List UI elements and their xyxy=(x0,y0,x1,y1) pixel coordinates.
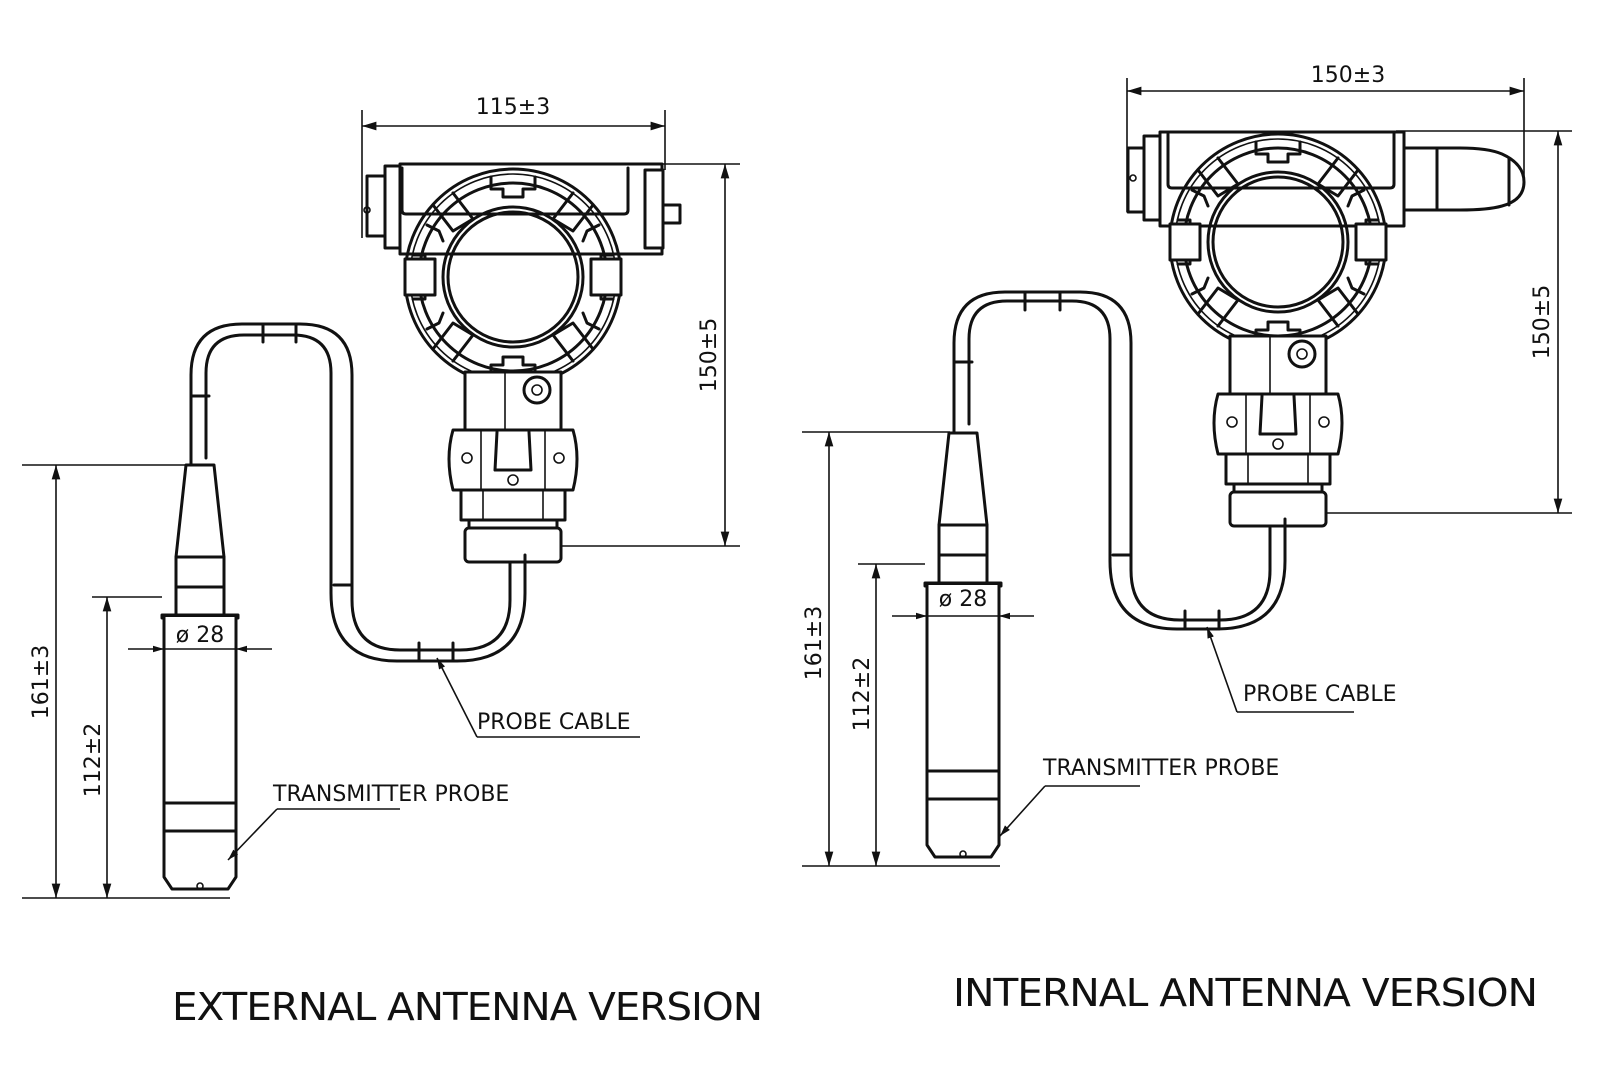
dim-label-head-width: 150±3 xyxy=(1311,63,1385,88)
callout-transmitter-probe: TRANSMITTER PROBE xyxy=(227,782,509,861)
dimension-overall-probe-length: 161±3 xyxy=(802,431,1000,867)
dimension-probe-diameter: ø 28 xyxy=(128,623,272,653)
transmitter-head xyxy=(1126,130,1526,528)
dim-label-head-height: 150±5 xyxy=(697,318,722,392)
dim-label-head-width: 115±3 xyxy=(476,95,550,120)
dimension-overall-probe-length: 161±3 xyxy=(22,464,230,899)
transmitter-head xyxy=(363,162,682,564)
dimension-head-width: 150±3 xyxy=(1126,63,1525,212)
dimension-probe-diameter: ø 28 xyxy=(892,587,1034,620)
dimension-head-width: 115±3 xyxy=(361,95,666,238)
callout-label-cable: PROBE CABLE xyxy=(1243,682,1397,707)
dim-label-body-length: 112±2 xyxy=(850,657,875,731)
dim-label-diameter: ø 28 xyxy=(176,623,224,648)
dim-label-diameter: ø 28 xyxy=(939,587,987,612)
dim-label-overall-length: 161±3 xyxy=(29,645,54,719)
drawing-title-internal: INTERNAL ANTENNA VERSION xyxy=(953,971,1537,1015)
dim-label-overall-length: 161±3 xyxy=(802,606,827,680)
probe-cable xyxy=(952,290,1287,631)
dim-label-head-height: 150±5 xyxy=(1530,285,1555,359)
callout-label-probe: TRANSMITTER PROBE xyxy=(272,782,509,807)
callout-transmitter-probe: TRANSMITTER PROBE xyxy=(999,756,1279,837)
dimension-head-height: 150±5 xyxy=(1326,130,1572,514)
transmitter-probe xyxy=(923,431,1003,859)
dimension-probe-body-length: 112±2 xyxy=(81,596,162,898)
internal-antenna-drawing: 150±3 150±5 161±3 112±2 ø 28 xyxy=(802,63,1572,1015)
callout-probe-cable: PROBE CABLE xyxy=(436,657,640,738)
drawing-title-external: EXTERNAL ANTENNA VERSION xyxy=(172,985,762,1029)
callout-label-probe: TRANSMITTER PROBE xyxy=(1042,756,1279,781)
dimension-head-height: 150±5 xyxy=(560,163,740,547)
dim-label-body-length: 112±2 xyxy=(81,723,106,797)
probe-cable xyxy=(189,322,527,663)
transmitter-probe xyxy=(160,463,240,891)
callout-label-cable: PROBE CABLE xyxy=(477,710,631,735)
dimension-probe-body-length: 112±2 xyxy=(850,563,925,866)
external-antenna-drawing: 115±3 150±5 161±3 112±2 ø 28 xyxy=(22,95,763,1029)
callout-probe-cable: PROBE CABLE xyxy=(1206,626,1397,713)
